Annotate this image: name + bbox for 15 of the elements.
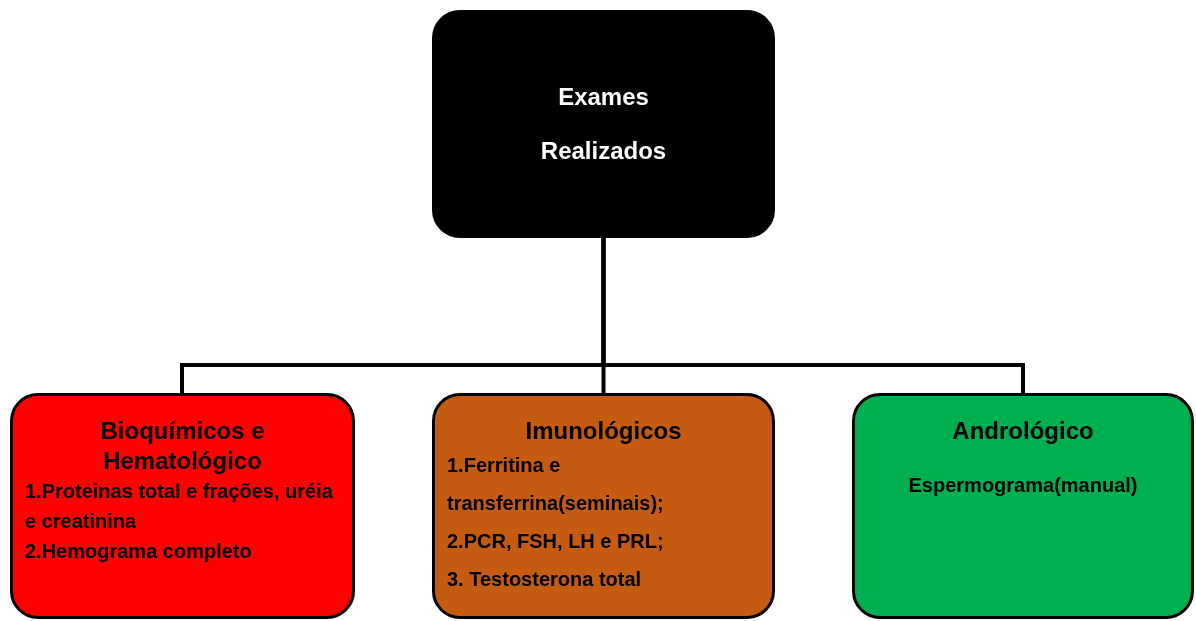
box-heading: Imunológicos — [524, 416, 683, 446]
exam-item: 3. Testosterona total — [447, 567, 643, 592]
exam-item: 2.PCR, FSH, LH e PRL; — [447, 529, 665, 554]
exam-item: 1.Proteinas total e frações, uréia e creatinina — [25, 479, 334, 534]
exam-item: Espermograma(manual) — [907, 473, 1139, 498]
root-box — [432, 10, 775, 238]
box-title: Exames Realizados — [539, 82, 668, 166]
box-heading: Andrológico — [951, 416, 1095, 446]
category-box — [432, 393, 775, 619]
category-box — [10, 393, 355, 619]
exam-item: 1.Ferritina e transferrina(seminais); — [447, 453, 665, 516]
category-box — [852, 393, 1194, 619]
connector-line — [601, 238, 1025, 393]
box-heading: Bioquímicos e Hematológico — [99, 416, 266, 476]
exam-item: 2.Hemograma completo — [25, 539, 253, 564]
